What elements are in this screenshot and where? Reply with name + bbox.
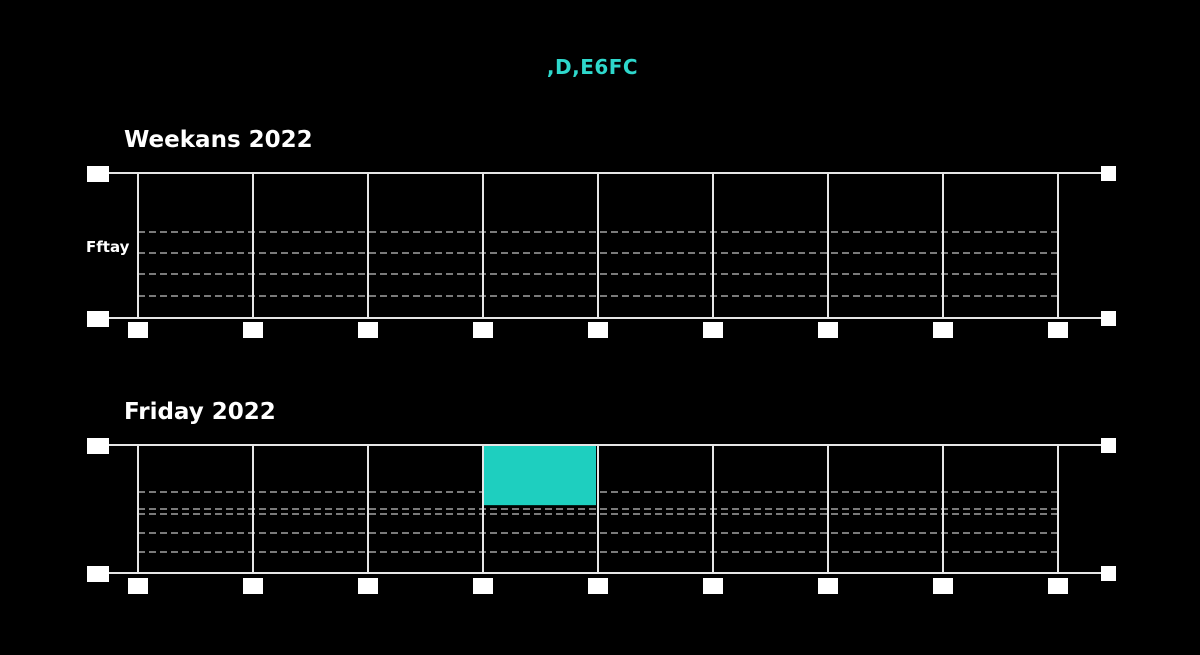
chart1-tick-marker-1 bbox=[128, 322, 148, 338]
chart1-tick-marker-6 bbox=[703, 322, 723, 338]
chart1-handle-right-top bbox=[1101, 166, 1116, 181]
chart1-tick-marker-8 bbox=[933, 322, 953, 338]
chart2-tick-marker-5 bbox=[588, 578, 608, 594]
chart-title-friday: Friday 2022 bbox=[124, 399, 276, 425]
chart1-tick-marker-7 bbox=[818, 322, 838, 338]
chart1-tick-marker-5 bbox=[588, 322, 608, 338]
chart1-handle-right-bottom bbox=[1101, 311, 1116, 326]
row-label-fftay: Fftay bbox=[86, 238, 130, 256]
chart2-tick-marker-2 bbox=[243, 578, 263, 594]
chart1-handle-left-bottom bbox=[87, 311, 109, 327]
chart2-tick-marker-4 bbox=[473, 578, 493, 594]
chart2-handle-right-top bbox=[1101, 438, 1116, 453]
chart2-handle-left-bottom bbox=[87, 566, 109, 582]
chart1-tick-marker-4 bbox=[473, 322, 493, 338]
chart2-highlight-bar bbox=[483, 445, 596, 506]
chart1-tick-marker-2 bbox=[243, 322, 263, 338]
chart2-tick-marker-6 bbox=[703, 578, 723, 594]
chart2-tick-marker-3 bbox=[358, 578, 378, 594]
chart2-tick-marker-1 bbox=[128, 578, 148, 594]
chart1-handle-left-top bbox=[87, 166, 109, 182]
chart2-handle-right-bottom bbox=[1101, 566, 1116, 581]
header-code: ,D,E6FC bbox=[546, 55, 639, 79]
chart1-tick-marker-9 bbox=[1048, 322, 1068, 338]
chart2-handle-left-top bbox=[87, 438, 109, 454]
chart2-tick-marker-8 bbox=[933, 578, 953, 594]
chart2-tick-marker-7 bbox=[818, 578, 838, 594]
chart1-tick-marker-3 bbox=[358, 322, 378, 338]
chart2-tick-marker-9 bbox=[1048, 578, 1068, 594]
chart-title-weekans: Weekans 2022 bbox=[124, 127, 313, 153]
